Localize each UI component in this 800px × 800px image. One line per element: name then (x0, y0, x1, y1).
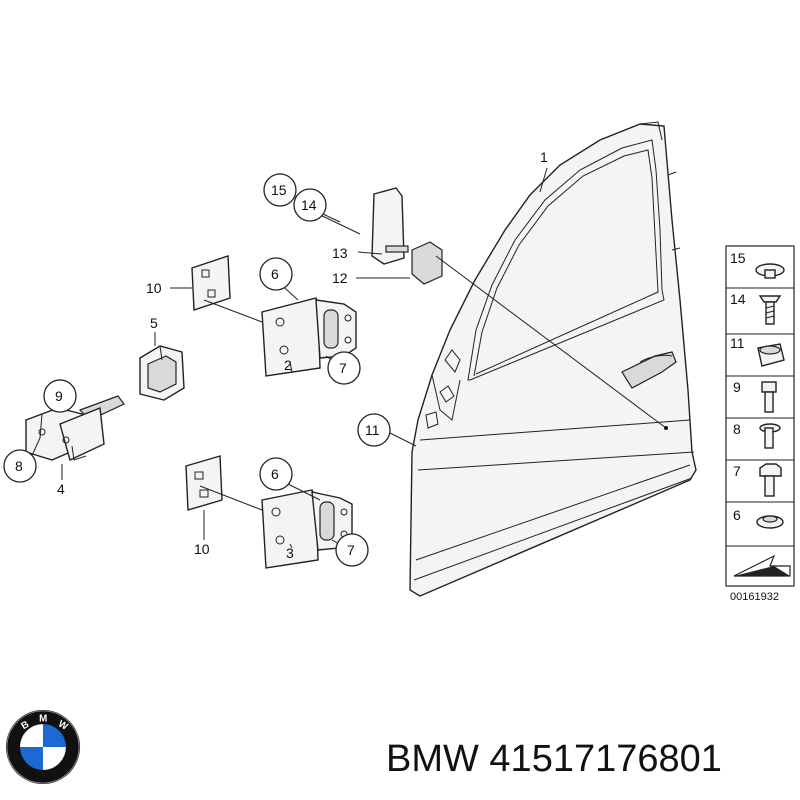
callout-10-lower: 10 (194, 541, 210, 557)
svg-text:12: 12 (332, 270, 348, 286)
callout-12: 12 (332, 270, 348, 286)
svg-text:4: 4 (57, 481, 65, 497)
callout-7-upper: 7 (327, 351, 361, 385)
svg-text:3: 3 (286, 545, 294, 561)
svg-text:8: 8 (15, 458, 23, 474)
callout-14: 14 (293, 188, 327, 222)
svg-text:1: 1 (540, 149, 548, 165)
svg-text:7: 7 (339, 360, 347, 376)
callout-9: 9 (43, 379, 77, 413)
callout-8: 8 (3, 449, 37, 483)
upper-hinge (261, 297, 357, 377)
legend-label-11: 11 (730, 335, 745, 351)
callout-2: 2 (284, 357, 292, 373)
door-bracket-5 (139, 345, 185, 401)
door-shell (409, 121, 697, 597)
svg-text:14: 14 (301, 197, 317, 213)
legend-label-15: 15 (730, 250, 746, 266)
legend-label-14: 14 (730, 291, 746, 307)
door-check-4 (25, 395, 125, 461)
callout-5: 5 (150, 315, 158, 331)
callout-15: 15 (263, 173, 297, 207)
callout-11: 11 (357, 413, 391, 447)
bmw-logo: B M W (5, 709, 81, 785)
legend-label-9: 9 (733, 379, 741, 395)
svg-text:13: 13 (332, 245, 348, 261)
svg-text:5: 5 (150, 315, 158, 331)
diagram-code: 00161932 (730, 591, 779, 603)
svg-text:6: 6 (271, 266, 279, 282)
svg-text:10: 10 (146, 280, 162, 296)
legend-label-8: 8 (733, 421, 741, 437)
callout-7-lower: 7 (335, 533, 369, 567)
hinge-plate-lower (185, 455, 223, 511)
svg-text:10: 10 (194, 541, 210, 557)
callout-6-upper: 6 (259, 257, 293, 291)
svg-text:11: 11 (365, 422, 380, 438)
svg-text:M: M (39, 714, 47, 725)
legend-label-7: 7 (733, 463, 741, 479)
callout-6-lower: 6 (259, 457, 293, 491)
callout-3: 3 (286, 545, 294, 561)
callout-13: 13 (332, 245, 348, 261)
svg-text:7: 7 (347, 542, 355, 558)
fastener-legend: 15 14 11 9 8 7 6 (725, 245, 795, 587)
svg-text:9: 9 (55, 388, 63, 404)
callout-10-upper: 10 (146, 280, 162, 296)
svg-text:6: 6 (271, 466, 279, 482)
svg-text:B: B (19, 719, 31, 732)
legend-label-6: 6 (733, 507, 741, 523)
callout-1: 1 (540, 149, 548, 165)
hinge-plate-upper (191, 255, 231, 311)
door-stop-13 (371, 187, 409, 265)
svg-text:15: 15 (271, 182, 287, 198)
leader-lines (29, 167, 667, 549)
lower-hinge (261, 489, 353, 569)
svg-text:2: 2 (284, 357, 292, 373)
callout-4: 4 (57, 481, 65, 497)
part-title: BMW 41517176801 (386, 738, 722, 780)
door-buffer-12 (411, 241, 443, 285)
